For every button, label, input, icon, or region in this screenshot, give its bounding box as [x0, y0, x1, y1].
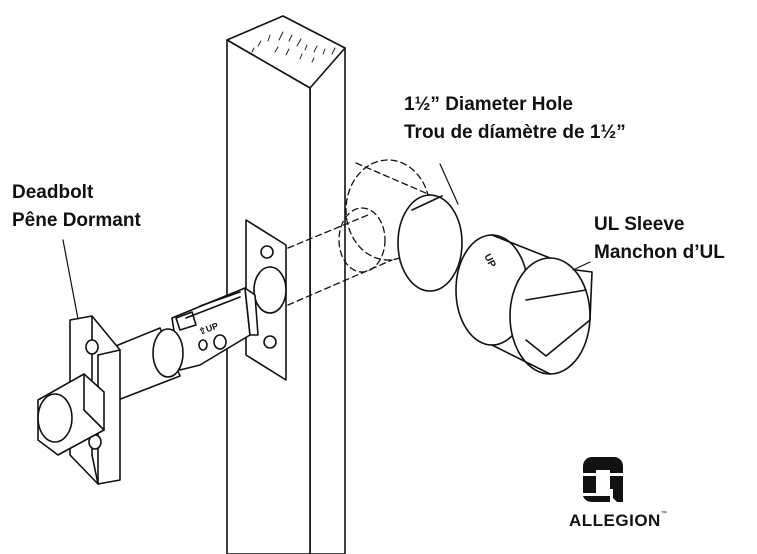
latch-tube — [105, 327, 184, 401]
deadbolt-label-fr: Pêne Dormant — [12, 210, 141, 231]
door-top-texture — [251, 31, 336, 63]
allegion-wordmark: ALLEGION™ — [569, 511, 667, 531]
brand-name: ALLEGION — [569, 511, 661, 530]
faceplate — [245, 219, 287, 381]
ul-sleeve — [455, 234, 593, 375]
hole-label-en: 1½” Diameter Hole — [404, 94, 573, 115]
leader-lines — [62, 163, 591, 320]
bolt — [37, 373, 105, 456]
cylinder-insert — [397, 194, 463, 292]
hole-label-fr: Trou de díamètre de 1½” — [404, 122, 626, 143]
deadbolt-label-en: Deadbolt — [12, 182, 94, 203]
sleeve-label-en: UL Sleeve — [594, 214, 685, 235]
allegion-logo-icon — [583, 457, 623, 503]
sleeve-label-fr: Manchon d’UL — [594, 242, 725, 263]
brand-tm: ™ — [660, 511, 668, 517]
